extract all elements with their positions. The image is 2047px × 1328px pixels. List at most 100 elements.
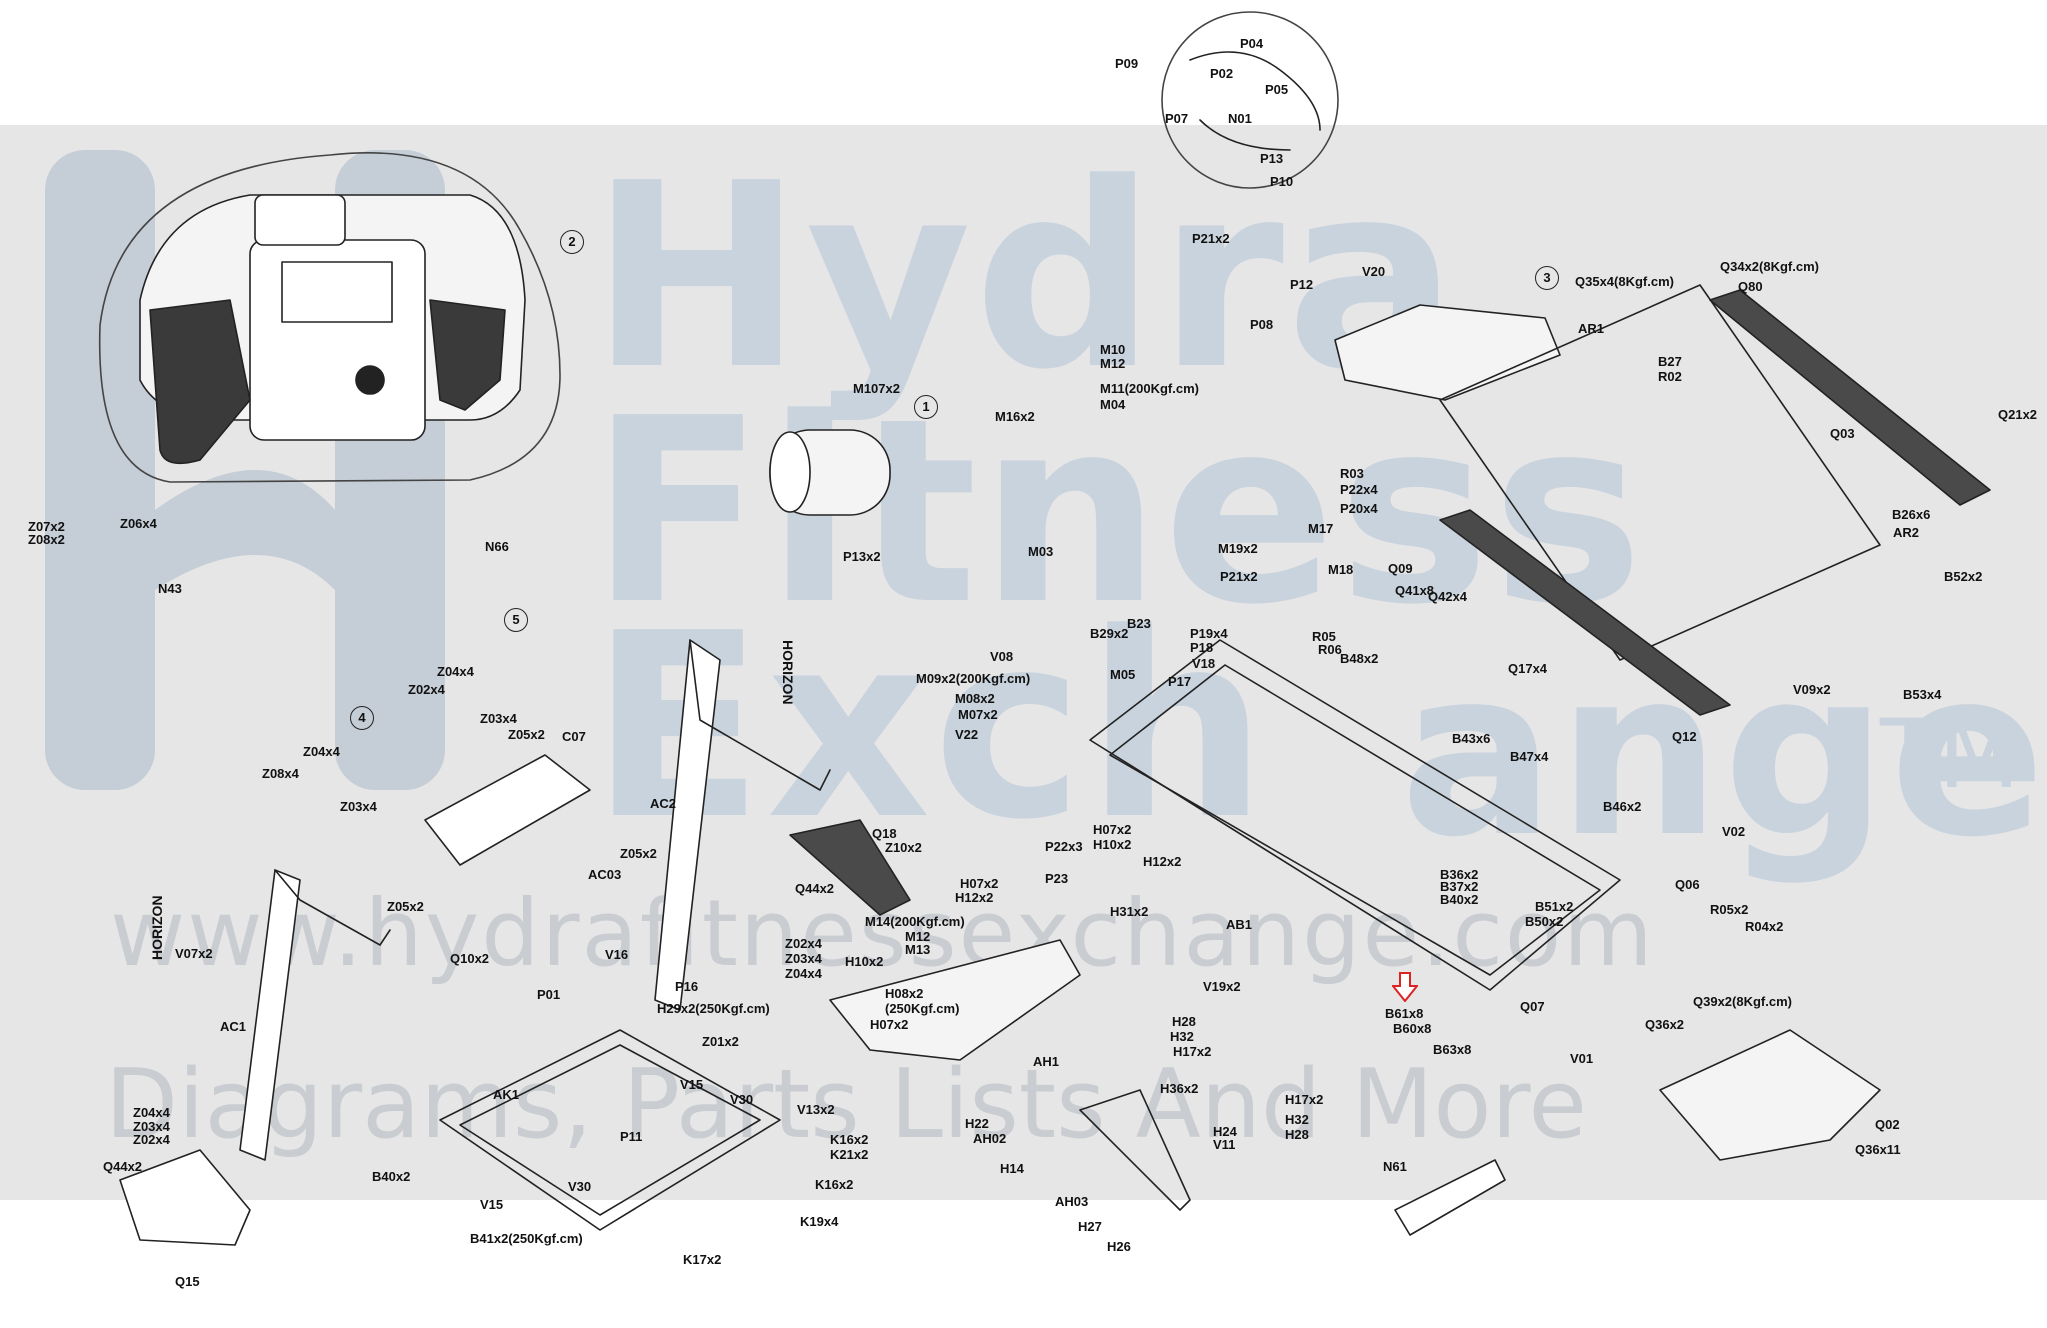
part-label-h17x2b: H17x2 (1285, 1092, 1324, 1107)
part-label-z04x4a: Z04x4 (437, 664, 474, 679)
part-label-z05x2b: Z05x2 (620, 846, 657, 861)
part-label-ah03: AH03 (1055, 1194, 1089, 1209)
part-label-z03x4c: Z03x4 (785, 951, 822, 966)
part-label-p08: P08 (1250, 317, 1274, 332)
part-label-b47x4: B47x4 (1510, 749, 1549, 764)
part-label-r06: R06 (1318, 642, 1342, 657)
part-label-z02x4b: Z02x4 (785, 936, 822, 951)
part-label-m17: M17 (1308, 521, 1334, 536)
part-label-ac03: AC03 (588, 867, 622, 882)
part-label-v18: V18 (1192, 656, 1216, 671)
side-rail-left (1439, 509, 1731, 716)
watermark-tm: TM (1880, 700, 2020, 810)
console-right-arm (429, 299, 506, 411)
part-label-b41x2: B41x2(250Kgf.cm) (470, 1231, 583, 1246)
part-label-q18: Q18 (872, 826, 897, 841)
part-label-q21x2: Q21x2 (1998, 407, 2038, 422)
end-cap-q15 (119, 1149, 251, 1246)
upright-ac2 (654, 639, 721, 1011)
part-label-q12: Q12 (1672, 729, 1697, 744)
part-label-v08: V08 (990, 649, 1014, 664)
part-label-z02x4a: Z02x4 (408, 682, 445, 697)
part-label-q34x2: Q34x2(8Kgf.cm) (1720, 259, 1819, 274)
part-label-p22x3: P22x3 (1045, 839, 1083, 854)
part-label-m03: M03 (1028, 544, 1054, 559)
part-label-p02: P02 (1210, 66, 1234, 81)
part-label-z10x2: Z10x2 (885, 840, 922, 855)
part-label-b61x8: B61x8 (1385, 1006, 1424, 1021)
part-label-p17: P17 (1168, 674, 1192, 689)
part-label-ac1: AC1 (220, 1019, 247, 1034)
main-frame (1089, 639, 1621, 991)
part-label-b43x6: B43x6 (1452, 731, 1491, 746)
part-label-h07x2c: H07x2 (870, 1017, 909, 1032)
callout-4: 4 (350, 706, 374, 730)
part-label-m07x2: M07x2 (958, 707, 998, 722)
part-label-b26x6: B26x6 (1892, 507, 1931, 522)
part-label-ah1: AH1 (1033, 1054, 1060, 1069)
part-label-n61: N61 (1383, 1159, 1407, 1174)
part-label-b23: B23 (1127, 616, 1151, 631)
part-label-h07x2a: H07x2 (1093, 822, 1132, 837)
part-label-k21x2: K21x2 (830, 1147, 869, 1162)
part-label-n01: N01 (1228, 111, 1252, 126)
part-label-z04x4b: Z04x4 (303, 744, 340, 759)
part-label-p13x2: P13x2 (843, 549, 881, 564)
part-label-q03: Q03 (1830, 426, 1855, 441)
part-label-z08x4: Z08x4 (262, 766, 299, 781)
part-label-v11: V11 (1213, 1137, 1236, 1152)
part-label-q07: Q07 (1520, 999, 1545, 1014)
callout-5: 5 (504, 608, 528, 632)
part-label-h31x2: H31x2 (1110, 904, 1149, 919)
watermark-line1: Hydra (590, 129, 1461, 426)
callout-3: 3 (1535, 266, 1559, 290)
part-label-h10x2b: H10x2 (845, 954, 884, 969)
tray-c07 (424, 754, 591, 866)
part-label-p21x2a: P21x2 (1192, 231, 1230, 246)
part-label-h14: H14 (1000, 1161, 1024, 1176)
part-label-q15: Q15 (175, 1274, 200, 1289)
part-label-v20: V20 (1362, 264, 1386, 279)
part-label-m12a: M12 (1100, 356, 1126, 371)
part-label-h26: H26 (1107, 1239, 1131, 1254)
part-label-m12b: M12 (905, 929, 931, 944)
part-label-b48x2: B48x2 (1340, 651, 1379, 666)
part-label-b27: B27 (1658, 354, 1682, 369)
part-label-z04x4c: Z04x4 (785, 966, 822, 981)
part-label-h29x2: H29x2(250Kgf.cm) (657, 1001, 770, 1016)
part-label-q42x4: Q42x4 (1428, 589, 1468, 604)
part-label-r04x2: R04x2 (1745, 919, 1784, 934)
part-label-z07x2: Z07x2 (28, 519, 65, 534)
part-label-v15a: V15 (680, 1077, 704, 1092)
part-label-v02: V02 (1722, 824, 1746, 839)
part-label-k19x4: K19x4 (800, 1214, 839, 1229)
part-label-m05: M05 (1110, 667, 1136, 682)
part-label-b50x2: B50x2 (1525, 914, 1564, 929)
upright-ac1 (239, 869, 301, 1161)
part-label-h28b: H28 (1285, 1127, 1309, 1142)
part-label-m16x2: M16x2 (995, 409, 1035, 424)
part-label-r05: R05 (1312, 629, 1336, 644)
part-label-p12: P12 (1290, 277, 1314, 292)
part-label-z03x4b: Z03x4 (340, 799, 377, 814)
part-label-c07: C07 (562, 729, 586, 744)
part-label-m18: M18 (1328, 562, 1354, 577)
part-label-b36x2: B36x2 (1440, 867, 1479, 882)
console-top-tray (254, 194, 346, 246)
part-label-p23: P23 (1045, 871, 1069, 886)
part-label-p04: P04 (1240, 36, 1264, 51)
part-label-h22: H22 (965, 1116, 989, 1131)
part-label-p20x4: P20x4 (1340, 501, 1378, 516)
part-label-n43: N43 (158, 581, 182, 596)
part-label-q06: Q06 (1675, 877, 1700, 892)
part-label-n66: N66 (485, 539, 509, 554)
part-label-h10x2a: H10x2 (1093, 837, 1132, 852)
base-frame-ak1 (439, 1029, 781, 1231)
part-label-m11: M11(200Kgf.cm) (1100, 381, 1199, 396)
part-label-p07: P07 (1165, 111, 1189, 126)
part-label-h08x2: H08x2 (885, 986, 924, 1001)
part-label-q36x11: Q36x11 (1855, 1142, 1901, 1157)
part-label-z06x4: Z06x4 (120, 516, 157, 531)
motor-cover (1334, 304, 1561, 401)
